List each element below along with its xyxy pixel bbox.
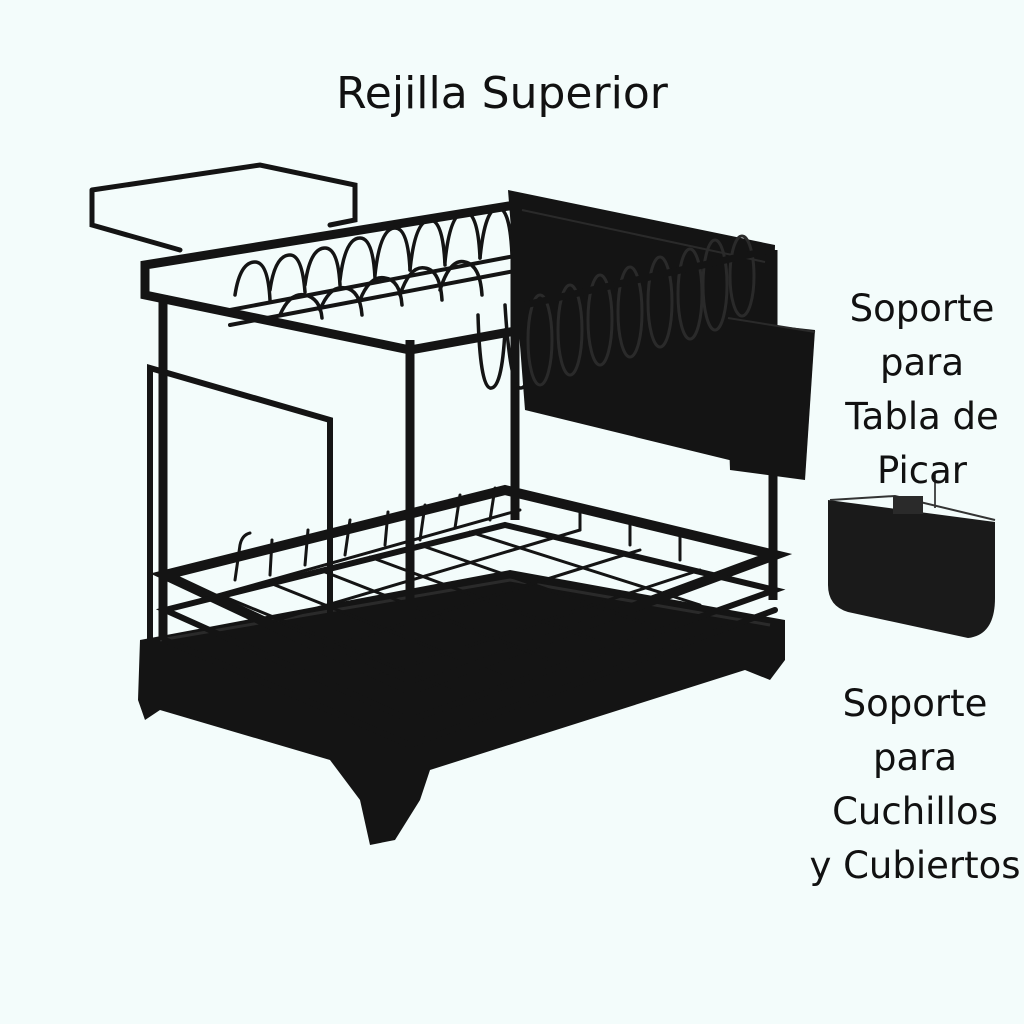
callout-line: para [879,341,965,384]
detached-utensil-holder [828,472,996,638]
callout-line: Cuchillos [832,790,998,833]
callout-utensil-holder: Soporte para Cuchillos y Cubiertos [800,677,1024,893]
callout-line: y Cubiertos [809,844,1021,887]
cutting-board-holder [508,190,775,470]
callout-line: Soporte [849,287,995,330]
diagram-title: Rejilla Superior [336,68,668,119]
cutting-board-frame [147,364,333,688]
attached-utensil-cup [725,317,816,480]
callout-cutting-board-holder: Soporte para Tabla de Picar [832,282,1012,498]
callout-line: Tabla de [845,395,999,438]
callout-line: para [872,736,958,779]
callout-line: Picar [876,449,967,492]
callout-line: Soporte [842,682,988,725]
